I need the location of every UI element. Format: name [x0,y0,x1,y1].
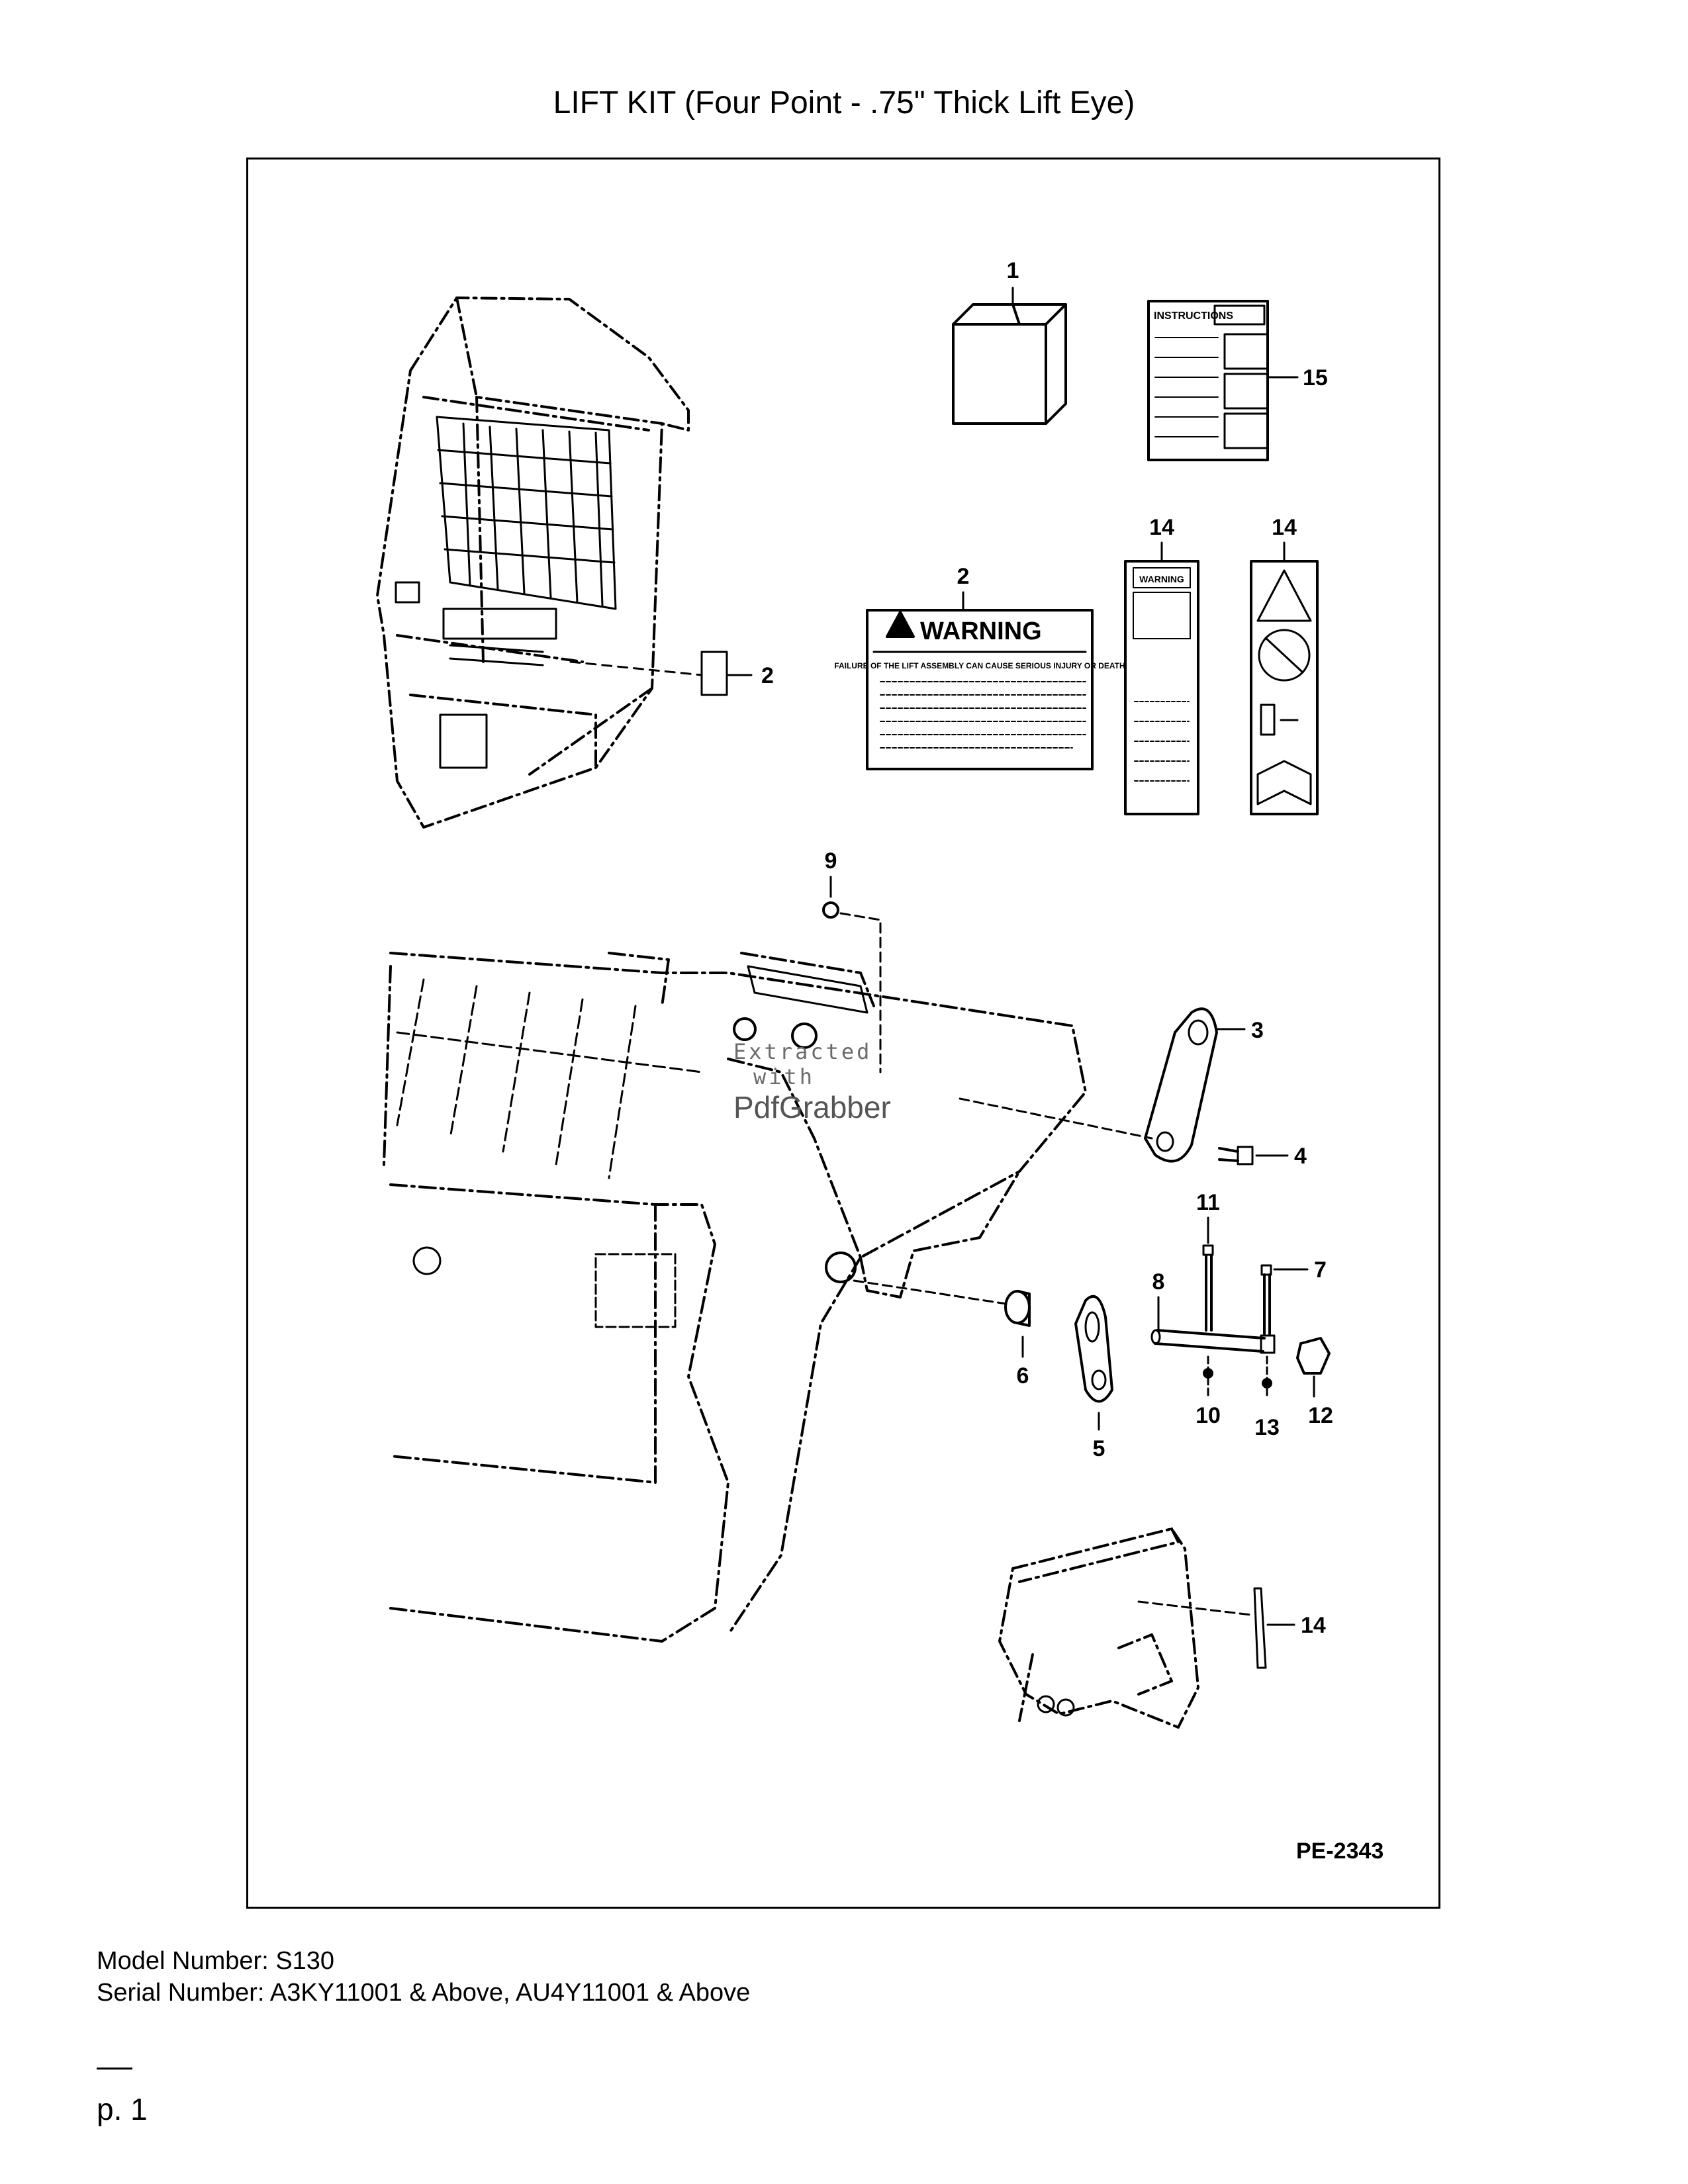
frame-hole [412,1246,442,1275]
upper-mount-boss-left [733,1017,757,1041]
callout-3: 3 [1251,1018,1264,1043]
decal-2-on-cab [700,651,728,696]
page-number: p. 1 [97,2092,148,2126]
frame-floor-slats [396,978,703,1179]
callout-4: 4 [1294,1144,1307,1169]
instructions-heading: INSTRUCTIONS [1154,310,1233,322]
callout-6: 6 [1017,1363,1029,1388]
part-11-bolt [1202,1216,1214,1398]
serial-number: Serial Number: A3KY11001 & Above, AU4Y11… [97,1979,751,2007]
cab-rops-drawing [376,296,690,829]
callout-2-cab: 2 [761,663,774,688]
callout-10: 10 [1196,1403,1221,1428]
cab-mesh-grid [395,416,617,769]
narrow-warning-heading: WARNING [1139,574,1184,584]
callout-2-decal: 2 [957,564,970,589]
callout-8: 8 [1152,1269,1165,1295]
part-4-bolt [1218,1146,1289,1165]
watermark-line-2: with [753,1064,816,1089]
upper-bracket [747,965,868,1014]
callout-14-bracket: 14 [1301,1613,1326,1638]
part-14-pictorial-decal [1250,541,1319,815]
leader-decal-2-cab [569,660,703,676]
decal-14-on-bracket [1253,1587,1267,1669]
reference-code: PE-2343 [1296,1839,1384,1864]
frame-plate-opening [594,1253,677,1328]
part-6-bushing [1004,1290,1031,1358]
watermark-line-1: Extracted [733,1039,872,1064]
part-5-lift-eye [1074,1295,1113,1431]
lower-bracket-drawing [998,1527,1199,1729]
callout-1: 1 [1007,258,1019,283]
callout-14-pictorial: 14 [1272,515,1297,540]
page-title: LIFT KIT (Four Point - .75" Thick Lift E… [553,85,1135,120]
diagram-frame [246,158,1440,1909]
loader-frame-drawing [383,952,1087,1643]
callout-5: 5 [1093,1436,1105,1461]
warning-subheading: FAILURE OF THE LIFT ASSEMBLY CAN CAUSE S… [834,661,1125,670]
leader-lower-axis [853,1279,1008,1305]
warning-heading: WARNING [920,617,1042,645]
callout-13: 13 [1254,1415,1280,1440]
callout-14-narrow: 14 [1149,515,1174,540]
callout-15: 15 [1303,365,1328,390]
part-2-warning-decal [866,591,1094,770]
lower-mount-boss [825,1251,857,1283]
watermark-line-3: PdfGrabber [733,1090,891,1124]
part-7-bolt [1260,1264,1309,1398]
leader-part-3-axis [959,1097,1153,1140]
callout-9: 9 [825,848,837,874]
part-14-narrow-decal [1124,541,1199,815]
upper-mount-boss-right [791,1023,818,1049]
part-1-box [952,287,1067,425]
part-15-instructions-sheet [1147,300,1299,461]
model-number: Model Number: S130 [97,1947,335,1975]
callout-12: 12 [1308,1403,1333,1428]
part-8-pin [1150,1296,1276,1354]
part-3-lift-eye [1144,1007,1246,1163]
leader-decal-14-bracket [1137,1600,1252,1616]
callout-7: 7 [1314,1257,1327,1283]
part-12-nut [1296,1337,1331,1398]
callout-11: 11 [1196,1190,1220,1215]
pdfgrabber-watermark: Extracted with PdfGrabber [733,1039,891,1125]
part-9-nut [822,901,839,919]
page-number-rule [97,2068,132,2070]
